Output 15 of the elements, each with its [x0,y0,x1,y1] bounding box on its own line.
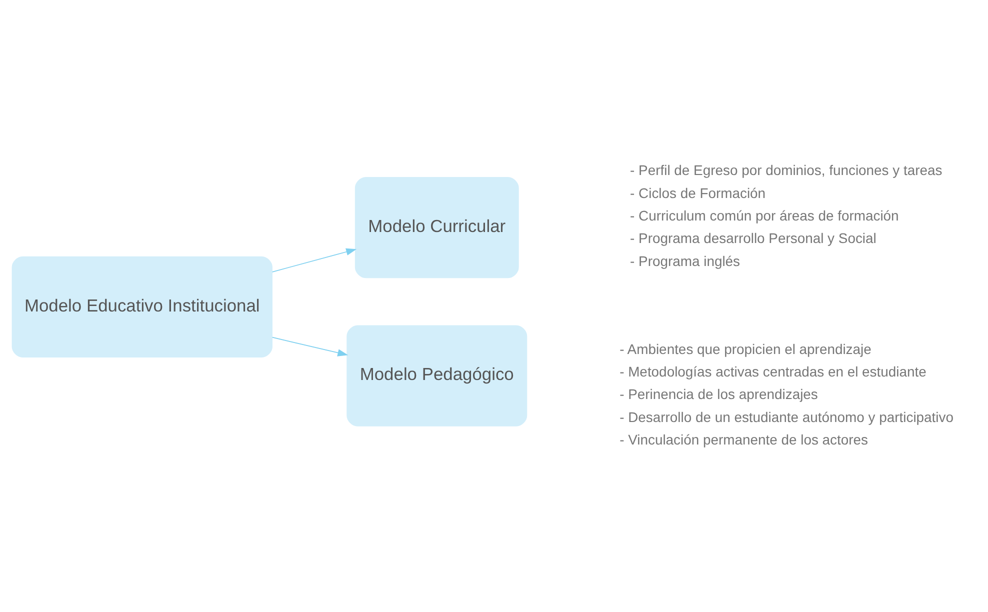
node-label: - Metodologías activas centradas en el estudiante [620,363,926,380]
arrow [272,336,348,356]
node-label: - Ambientes que propicien el aprendizaje [620,340,872,356]
node-label: - Vinculación permanente de los actores [620,431,868,448]
node-label: - Perfil de Egreso por dominios, funciones y tareas [630,162,942,178]
node-label: - Ciclos de Formación [630,184,766,200]
node-box: Modelo Curricular [354,176,519,278]
arrow [272,248,357,272]
node-box: Modelo Educativo Institucional [12,256,272,357]
node-box: Modelo Pedagógico [346,324,528,426]
node-label: - Programa desarrollo Personal y Social [630,230,876,246]
node-label: - Perinencia de los aprendizajes [620,386,818,402]
node-label: - Desarrollo de un estudiante autónomo y participativo [620,408,954,424]
node-label: - Curriculum común por áreas de formación [630,206,899,223]
node-label: - Programa inglés [630,252,740,268]
